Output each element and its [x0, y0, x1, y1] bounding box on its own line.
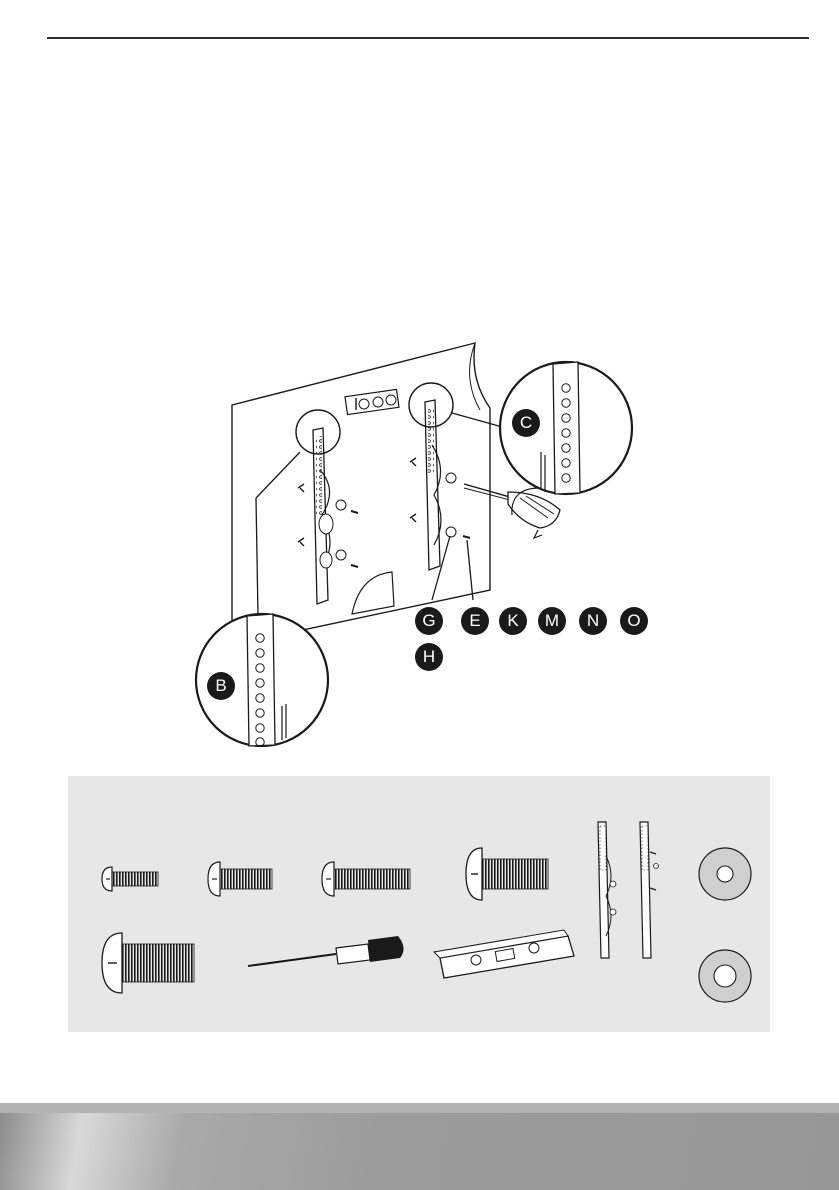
footer-bar [0, 1103, 839, 1190]
screw-large-icon [466, 848, 548, 900]
badge-k: K [499, 607, 527, 635]
badge-o: O [620, 607, 648, 635]
parts-illustration [68, 776, 770, 1032]
screw-small-icon [102, 867, 158, 891]
screwdriver-tool-icon [248, 936, 404, 966]
mounting-arm-side-icon [640, 822, 659, 958]
badge-h: H [415, 643, 443, 671]
parts-panel [68, 776, 770, 1032]
washer-small-icon [699, 848, 751, 900]
screw-long-icon [322, 862, 410, 896]
badge-g: G [415, 607, 443, 635]
badge-m: M [538, 607, 566, 635]
washer-large-icon [699, 950, 751, 1002]
badge-c: C [512, 409, 540, 437]
tv-back-panel [232, 343, 490, 640]
footer-top-line [0, 1103, 839, 1113]
badge-e: E [461, 607, 489, 635]
spirit-level-tool-icon [434, 930, 574, 978]
badge-n: N [579, 607, 607, 635]
screw-medium-icon [208, 862, 272, 896]
mounting-arm-front-icon [598, 822, 616, 958]
screw-xl-icon [102, 933, 194, 993]
badge-b: B [207, 672, 235, 700]
